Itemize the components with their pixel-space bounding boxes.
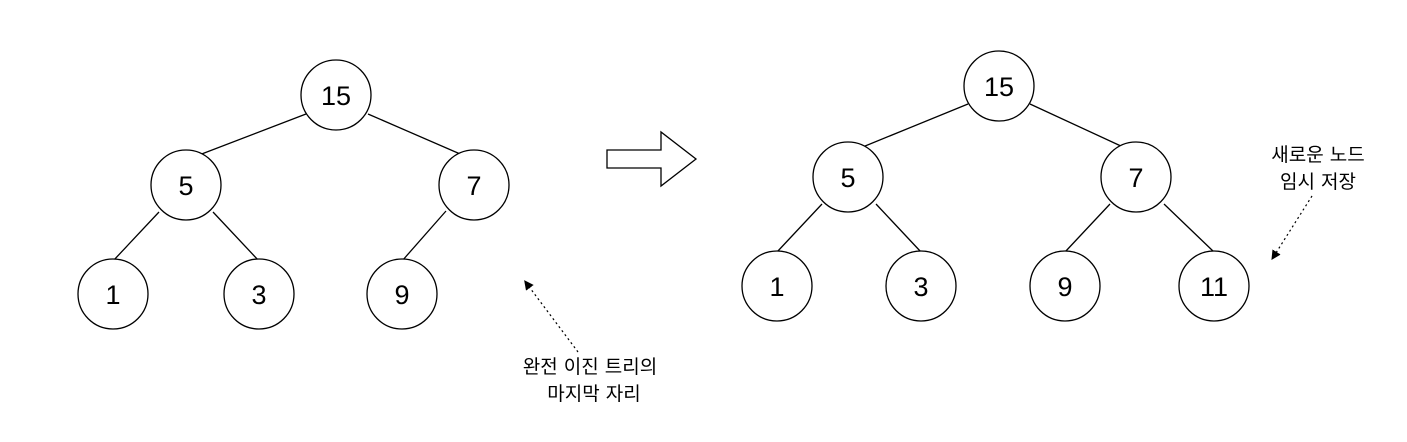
edge-15-5 [185, 113, 307, 161]
edge-5-1 [776, 203, 823, 253]
node-value: 5 [840, 163, 855, 193]
node-value: 3 [251, 280, 266, 310]
edge-5-3 [875, 203, 922, 253]
right-note-line-1: 새로운 노드 [1271, 144, 1364, 166]
tree-node: 9 [1029, 250, 1101, 322]
tree-node: 9 [366, 258, 438, 330]
tree-node: 3 [885, 250, 957, 322]
edge-5-1 [112, 211, 160, 262]
left-note-line-2: 마지막 자리 [547, 383, 640, 405]
node-circle [438, 149, 510, 221]
tree-node: 11 [1178, 250, 1250, 322]
node-value: 7 [1128, 163, 1143, 193]
node-circle [1100, 141, 1172, 213]
left-note-line-1: 완전 이진 트리의 [523, 356, 657, 378]
right-note-pointer [1271, 195, 1313, 261]
tree-node: 15 [963, 50, 1035, 122]
transition-arrow [606, 130, 698, 188]
right-note-line-2: 임시 저장 [1280, 171, 1356, 193]
tree-node: 1 [77, 258, 149, 330]
tree-node: 3 [223, 258, 295, 330]
tree-node: 7 [438, 149, 510, 221]
node-value: 9 [394, 280, 409, 310]
left-tree: 15 5 7 1 3 9 완전 이진 트리의 마지막 자리 [77, 59, 657, 405]
node-circle [963, 50, 1035, 122]
node-value: 7 [466, 171, 481, 201]
edge-7-9 [401, 210, 447, 262]
edge-15-5 [847, 103, 969, 154]
node-value: 5 [178, 171, 193, 201]
right-tree: 15 5 7 1 3 9 11 새로운 노드 임시 저장 [741, 50, 1365, 322]
node-circle [1029, 250, 1101, 322]
node-circle [366, 258, 438, 330]
node-circle [741, 250, 813, 322]
edge-5-3 [212, 211, 260, 262]
node-value: 11 [1200, 272, 1228, 302]
node-value: 15 [984, 72, 1014, 102]
tree-node: 5 [812, 141, 884, 213]
node-circle [300, 59, 372, 131]
node-circle [1178, 250, 1250, 322]
tree-node: 15 [300, 59, 372, 131]
edge-7-11 [1163, 203, 1215, 253]
left-note-pointer [524, 280, 579, 353]
edge-15-7 [1029, 103, 1137, 154]
node-value: 15 [321, 81, 351, 111]
node-circle [812, 141, 884, 213]
edge-7-9 [1064, 203, 1111, 253]
node-circle [77, 258, 149, 330]
tree-node: 7 [1100, 141, 1172, 213]
node-circle [223, 258, 295, 330]
tree-node: 5 [150, 149, 222, 221]
node-value: 1 [105, 280, 120, 310]
tree-node: 1 [741, 250, 813, 322]
node-circle [885, 250, 957, 322]
node-value: 3 [913, 272, 928, 302]
node-value: 1 [769, 272, 784, 302]
node-value: 9 [1057, 272, 1072, 302]
node-circle [150, 149, 222, 221]
edge-15-7 [367, 113, 475, 161]
